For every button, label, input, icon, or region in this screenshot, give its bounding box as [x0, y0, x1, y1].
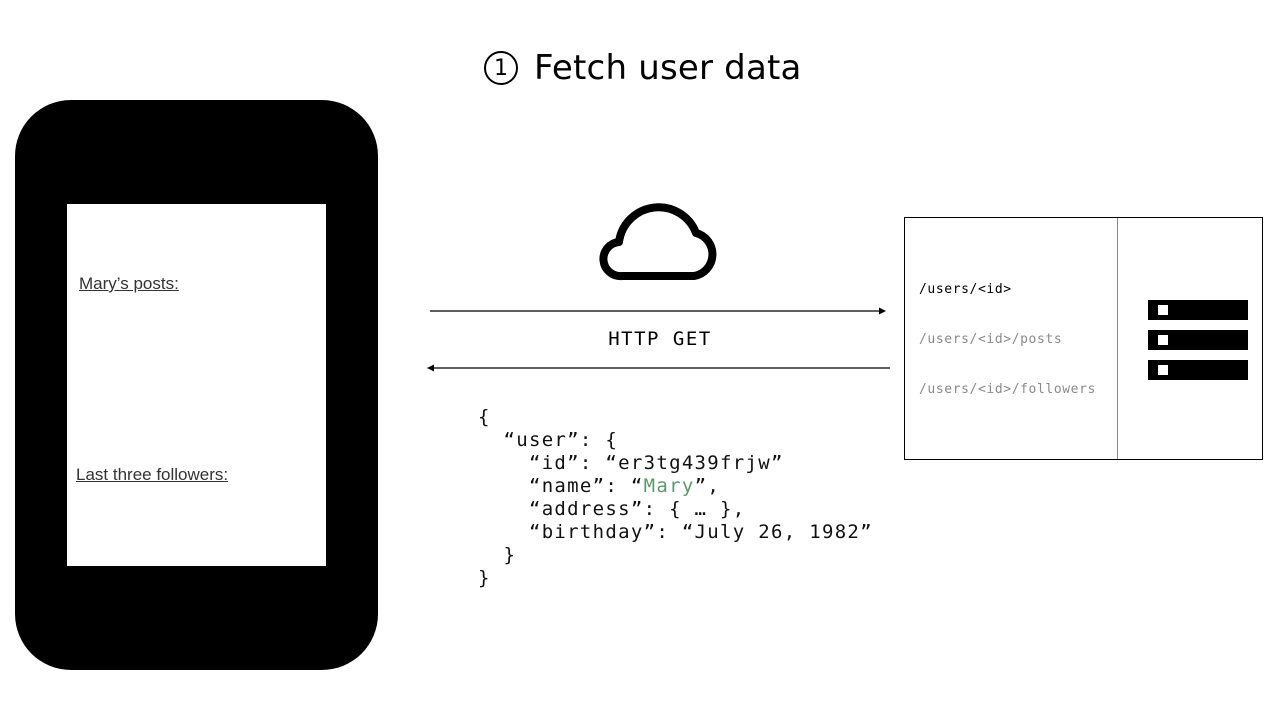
http-method-label: HTTP GET	[608, 328, 712, 350]
server-box: /users/<id> /users/<id>/posts /users/<id…	[904, 217, 1263, 460]
route-user-followers: /users/<id>/followers	[919, 382, 1096, 397]
server-rack	[1148, 360, 1248, 380]
cloud-icon	[599, 203, 717, 281]
server-divider	[1117, 218, 1118, 459]
response-json: { “user”: { “id”: “er3tg439frjw” “name”:…	[478, 406, 873, 590]
server-led	[1158, 305, 1168, 315]
json-name-suffix: ”,	[694, 475, 721, 497]
title-text: Fetch user data	[534, 48, 802, 88]
server-led	[1158, 335, 1168, 345]
server-led	[1158, 365, 1168, 375]
json-line-name: “name”: “Mary”,	[478, 475, 873, 498]
json-line: }	[478, 567, 491, 589]
json-name-value: Mary	[643, 475, 695, 497]
posts-label: Mary’s posts:	[79, 274, 179, 293]
step-number-badge: 1	[484, 51, 518, 85]
slide-title: 1 Fetch user data	[484, 46, 802, 90]
json-line: “id”: “er3tg439frjw”	[478, 452, 784, 474]
request-arrowhead	[879, 307, 886, 315]
request-response-arrows	[427, 307, 890, 372]
json-line: }	[478, 544, 517, 566]
json-line: “address”: { … },	[478, 498, 746, 520]
json-line: {	[478, 406, 491, 428]
server-rack	[1148, 300, 1248, 320]
route-user: /users/<id>	[919, 282, 1012, 297]
followers-label: Last three followers:	[76, 465, 229, 484]
json-name-prefix: “name”: “	[478, 475, 644, 497]
response-arrowhead	[427, 364, 434, 372]
server-icon	[1148, 300, 1248, 380]
phone-screen: Mary’s posts: Last three followers:	[67, 204, 326, 566]
json-line: “user”: {	[478, 429, 619, 451]
json-line: “birthday”: “July 26, 1982”	[478, 521, 873, 543]
route-user-posts: /users/<id>/posts	[919, 332, 1063, 347]
server-rack	[1148, 330, 1248, 350]
phone-device: Mary’s posts: Last three followers:	[15, 100, 378, 670]
